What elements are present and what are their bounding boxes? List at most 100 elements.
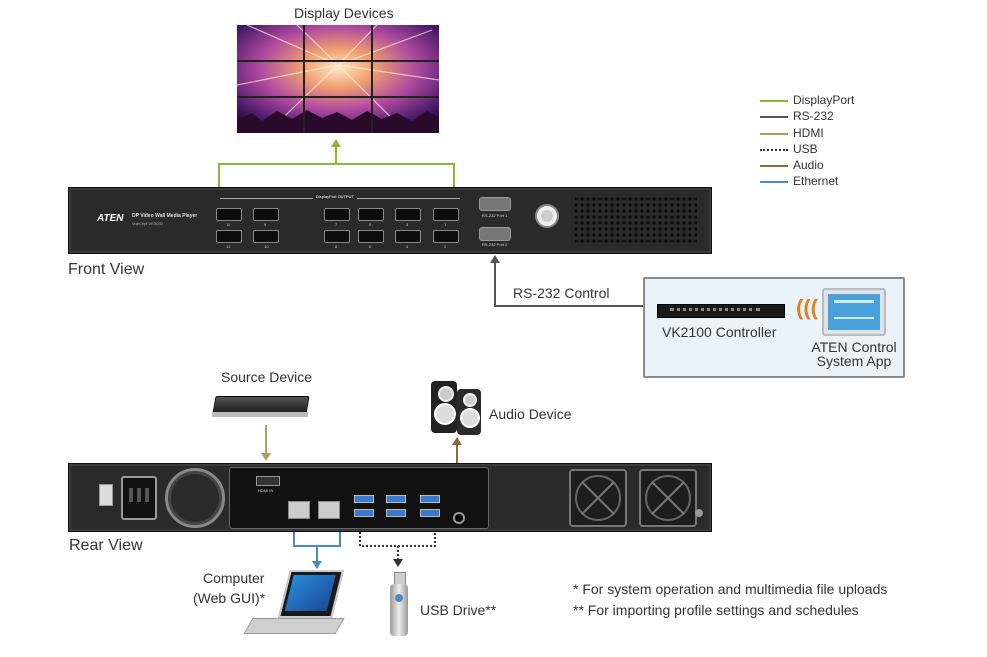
port-number: 7 [335,222,338,227]
tablet-screen [828,294,880,330]
audio-out-jack [453,512,465,524]
control-system-box: VK2100 Controller ((( ATEN Control Syste… [643,277,905,378]
audio-device-label: Audio Device [489,406,572,422]
rs232-port-1-label: RS-232 Port 1 [482,213,508,218]
usb-port-6 [420,509,440,517]
legend-label: HDMI [793,126,824,140]
vk2100-ports [670,308,760,315]
rs232-port-2 [479,227,511,241]
legend-label: DisplayPort [793,93,855,107]
tablet-app-ui [834,300,874,319]
audio-arrowhead [452,437,462,445]
video-wall-image [236,24,440,134]
vent-grille [573,196,697,244]
rear-view-label: Rear View [69,537,143,554]
port-number: 3 [406,222,409,227]
laptop-display [284,575,336,611]
rear-panel: HDMI IN [68,463,712,532]
usb-drive-image [390,572,408,636]
hdmi-in-label: HDMI IN [258,488,274,493]
port-number: 2 [444,244,447,249]
port-number: 6 [369,244,372,249]
io-module: HDMI IN [229,467,489,529]
model-subname: VueCept VE3033 [132,221,163,226]
aten-logo: ATEN [97,213,124,224]
usb-port-4 [386,509,406,517]
legend-swatch [760,165,788,167]
ethernet-port-1 [288,501,310,519]
cooling-fan-1 [569,469,627,527]
computer-label-line2: (Web GUI)* [193,590,266,606]
wireless-icon: ((( [796,295,818,320]
speakers-image [431,381,483,437]
computer-label-line1: Computer [203,570,265,586]
port-number: 11 [226,222,231,227]
legend-label: RS-232 [793,109,834,123]
ethernet-arrowhead [312,561,322,569]
cooling-fan-2 [639,469,697,527]
hdmi-in-port [256,476,280,486]
rs232-port-1 [479,197,511,211]
usb-arrowhead [393,559,403,567]
inlet-pin [137,488,141,502]
hdmi-arrowhead [261,453,271,461]
displayport-port-2 [433,230,459,243]
rs232-control-label: RS-232 Control [513,285,610,301]
port-number: 5 [369,222,372,227]
inlet-pin [129,488,133,502]
displayport-port-9 [253,208,279,221]
usb-led [395,594,403,602]
usb-drive-label: USB Drive** [420,602,497,618]
speaker-right [457,389,481,435]
displayport-port-10 [253,230,279,243]
footnote-1: * For system operation and multimedia fi… [573,581,888,597]
power-switch [99,484,113,506]
laptop-base [243,618,345,634]
footnote-2: ** For importing profile settings and sc… [573,602,859,618]
woofer [434,403,456,425]
displayport-port-4 [395,230,421,243]
displayport-port-11 [216,208,242,221]
vk2100-label: VK2100 Controller [662,324,777,340]
displayport-port-6 [358,230,384,243]
usb-port-2 [354,509,374,517]
legend-label: Audio [793,158,824,172]
legend-swatch [760,181,788,183]
usb-line [359,528,436,547]
displayport-arrowhead [331,139,341,147]
speaker-left [431,381,457,433]
source-device-label: Source Device [221,369,313,385]
displayport-port-5 [358,208,384,221]
set-top-box-base [212,412,308,417]
usb-body [390,584,408,636]
woofer [460,408,480,428]
tweeter [463,393,477,407]
port-number: 4 [406,244,409,249]
concert-picture [236,24,440,134]
displayport-port-7 [324,208,350,221]
dp-output-label: DisplayPort OUTPUT [313,194,358,199]
displayport-port-8 [324,230,350,243]
tweeter [438,386,454,402]
legend-swatch [760,133,788,135]
front-view-label: Front View [68,261,145,278]
power-button [535,204,559,228]
aten-app-label-line1: ATEN Control [811,339,897,355]
displayport-line [218,163,455,187]
rs232-arrowhead [490,255,500,263]
laptop-image [243,570,345,640]
port-number: 9 [264,222,267,227]
legend-swatch [760,116,788,118]
legend-swatch [760,100,788,102]
port-number: 8 [335,244,338,249]
source-device-image [212,396,310,420]
tablet-device [822,288,886,336]
usb-port-5 [420,495,440,503]
vk2100-device [657,304,785,318]
rs232-line [494,262,643,307]
inlet-pin [145,488,149,502]
rs232-port-2-label: RS-232 Port 2 [482,242,508,247]
legend-label: Ethernet [793,174,839,188]
port-number: 12 [226,244,231,249]
model-name: DP Video Wall Media Player [132,213,198,219]
